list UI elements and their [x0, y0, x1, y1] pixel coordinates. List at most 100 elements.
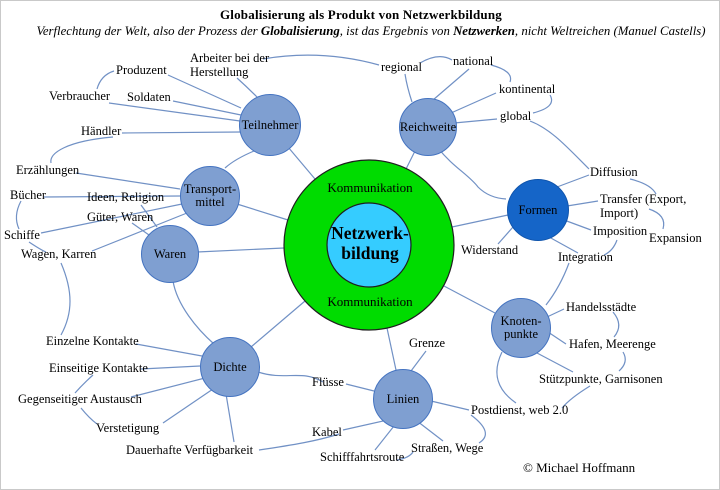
leaf-label-verbraucher: Verbraucher: [49, 89, 111, 103]
leaf-label-wagen: Wagen, Karren: [21, 247, 97, 261]
leaf-label-diffusion: Diffusion: [590, 165, 638, 179]
leaf-label-regional: regional: [381, 60, 422, 74]
leaf-label-kabel: Kabel: [312, 425, 342, 439]
leaf-label-global: global: [500, 109, 532, 123]
subtitle-segment: , ist das Ergebnis von: [339, 24, 454, 38]
node-linien: Linien: [373, 369, 433, 429]
leaf-label-transfer: Transfer (Export, Import): [600, 192, 687, 220]
edge-reichweite-regional: [404, 73, 413, 103]
leaf-label-strassen: Straßen, Wege: [411, 441, 484, 455]
leaf-label-dauerhafte: Dauerhafte Verfügbarkeit: [126, 443, 254, 457]
node-transportmittel: Transport- mittel: [180, 166, 240, 226]
leaf-label-schifffahrtsroute: Schifffahrtsroute: [320, 450, 405, 464]
edge-netzwerkbildung-formen: [451, 214, 509, 228]
edge-reichweite-global: [453, 118, 498, 124]
edge-dichte-gegenseitiger: [130, 377, 206, 398]
edge-buecher-schiffe: [15, 200, 22, 230]
edge-wagen-einzelne: [60, 262, 71, 336]
leaf-label-gueter: Güter, Waren: [87, 210, 154, 224]
edge-knotenpunkte-postdienst: [496, 351, 517, 404]
edge-formen-transfer: [566, 200, 599, 207]
leaf-label-national: national: [453, 54, 494, 68]
edge-knotenpunkte-stuetzpunkte: [536, 352, 574, 373]
edge-teilnehmer-soldaten: [172, 100, 242, 116]
edge-schiffe-wagen: [28, 241, 47, 253]
node-teilnehmer: Teilnehmer: [239, 94, 301, 156]
edge-arbeiter-regional: [262, 54, 380, 66]
subtitle-segment: Netzwerken: [453, 24, 515, 38]
leaf-label-expansion: Expansion: [649, 231, 702, 245]
leaf-label-stuetzpunkte: Stützpunkte, Garnisonen: [539, 372, 663, 386]
edge-linien-grenze: [410, 350, 427, 372]
edge-netzwerkbildung-teilnehmer: [287, 146, 316, 180]
edge-teilnehmer-produzent: [167, 74, 242, 109]
leaf-label-schiffe: Schiffe: [4, 228, 40, 242]
node-reichweite: Reichweite: [399, 98, 457, 156]
leaf-label-fluesse: Flüsse: [312, 375, 344, 389]
edge-postdienst-strassen: [470, 414, 486, 444]
leaf-label-haendler: Händler: [81, 124, 122, 138]
node-knotenpunkte: Knoten- punkte: [491, 298, 551, 358]
edge-imposition-integration: [603, 239, 618, 256]
edge-transfer-expansion: [648, 208, 665, 230]
edge-haendler-erzaehlungen: [50, 136, 114, 164]
communication-ring-label-top: Kommunikation: [327, 180, 413, 195]
subtitle-segment: Globalisierung: [260, 24, 340, 38]
edge-linien-strassen: [416, 420, 444, 442]
leaf-label-erzaehlungen: Erzählungen: [16, 163, 80, 177]
edge-teilnehmer-verbraucher: [108, 102, 241, 122]
subtitle-segment: Verflechtung der Welt, also der Prozess …: [36, 24, 261, 38]
edge-einseitige-gegenseitiger: [74, 374, 94, 394]
edge-netzwerkbildung-reichweite: [405, 150, 416, 170]
edge-transportmittel-schiffe: [40, 203, 183, 234]
edge-formen-integration: [548, 236, 579, 254]
edge-reichweite-national: [432, 68, 470, 101]
edge-waren-ideen: [140, 204, 158, 228]
edge-dichte-dauerhafte: [225, 393, 235, 443]
leaf-label-grenze: Grenze: [409, 336, 446, 350]
edge-netzwerkbildung-transportmittel: [236, 203, 289, 221]
leaf-label-ideen: Ideen, Religion: [87, 190, 165, 204]
edge-regional-national: [419, 56, 453, 64]
leaf-label-arbeiter: Arbeiter bei der Herstellung: [190, 51, 270, 79]
leaf-label-imposition: Imposition: [593, 224, 648, 238]
hub-title-netzwerkbildung: Netzwerk- bildung: [331, 223, 409, 263]
edge-knotenpunkte-hafen: [547, 331, 567, 345]
edge-dichte-verstetigung: [162, 388, 214, 424]
edge-teilnehmer-haendler: [121, 131, 242, 134]
edge-dichte-fluesse: [257, 371, 324, 383]
edge-linien-schifffahrtsroute: [374, 425, 395, 451]
edge-dichte-einzelne: [135, 343, 203, 357]
edge-linien-kabel: [342, 420, 384, 431]
edge-linien-postdienst: [430, 400, 470, 411]
edge-formen-imposition: [563, 219, 592, 231]
leaf-label-widerstand: Widerstand: [461, 243, 519, 257]
edge-diffusion-transfer: [629, 178, 657, 195]
copyright: © Michael Hoffmann: [523, 460, 636, 475]
edge-waren-gueter: [131, 222, 150, 236]
leaf-label-handelsstaedte: Handelsstädte: [566, 300, 637, 314]
edge-teilnehmer-transportmittel: [224, 150, 255, 169]
edge-transportmittel-wagen: [91, 212, 188, 252]
communication-ring-label-bottom: Kommunikation: [327, 294, 413, 309]
edge-linien-fluesse: [345, 383, 375, 392]
leaf-label-buecher: Bücher: [10, 188, 47, 202]
edge-dauerhafte-kabel: [258, 433, 340, 451]
subtitle-segment: , nicht Weltreichen (Manuel Castells): [514, 24, 706, 38]
edge-integration-knotenpunkte: [545, 262, 570, 306]
leaf-label-soldaten: Soldaten: [127, 90, 171, 104]
edge-kontinental-global: [532, 94, 553, 114]
edge-waren-dichte: [172, 280, 215, 345]
edge-reichweite-kontinental: [450, 92, 497, 114]
edge-schifffahrtsroute-strassen: [396, 451, 414, 461]
node-formen: Formen: [507, 179, 569, 241]
edge-formen-widerstand: [497, 226, 514, 245]
edge-transportmittel-erzaehlungen: [75, 172, 181, 190]
leaf-label-einzelne: Einzelne Kontakte: [46, 334, 139, 348]
leaf-label-gegenseitiger: Gegenseitiger Austausch: [18, 392, 142, 406]
page-subtitle: Verflechtung der Welt, also der Prozess …: [29, 24, 713, 39]
leaf-label-integration: Integration: [558, 250, 613, 264]
leaf-label-postdienst: Postdienst, web 2.0: [471, 403, 569, 417]
edge-hafen-stuetzpunkte: [618, 351, 626, 372]
edge-handelsstaedte-hafen: [612, 311, 620, 338]
